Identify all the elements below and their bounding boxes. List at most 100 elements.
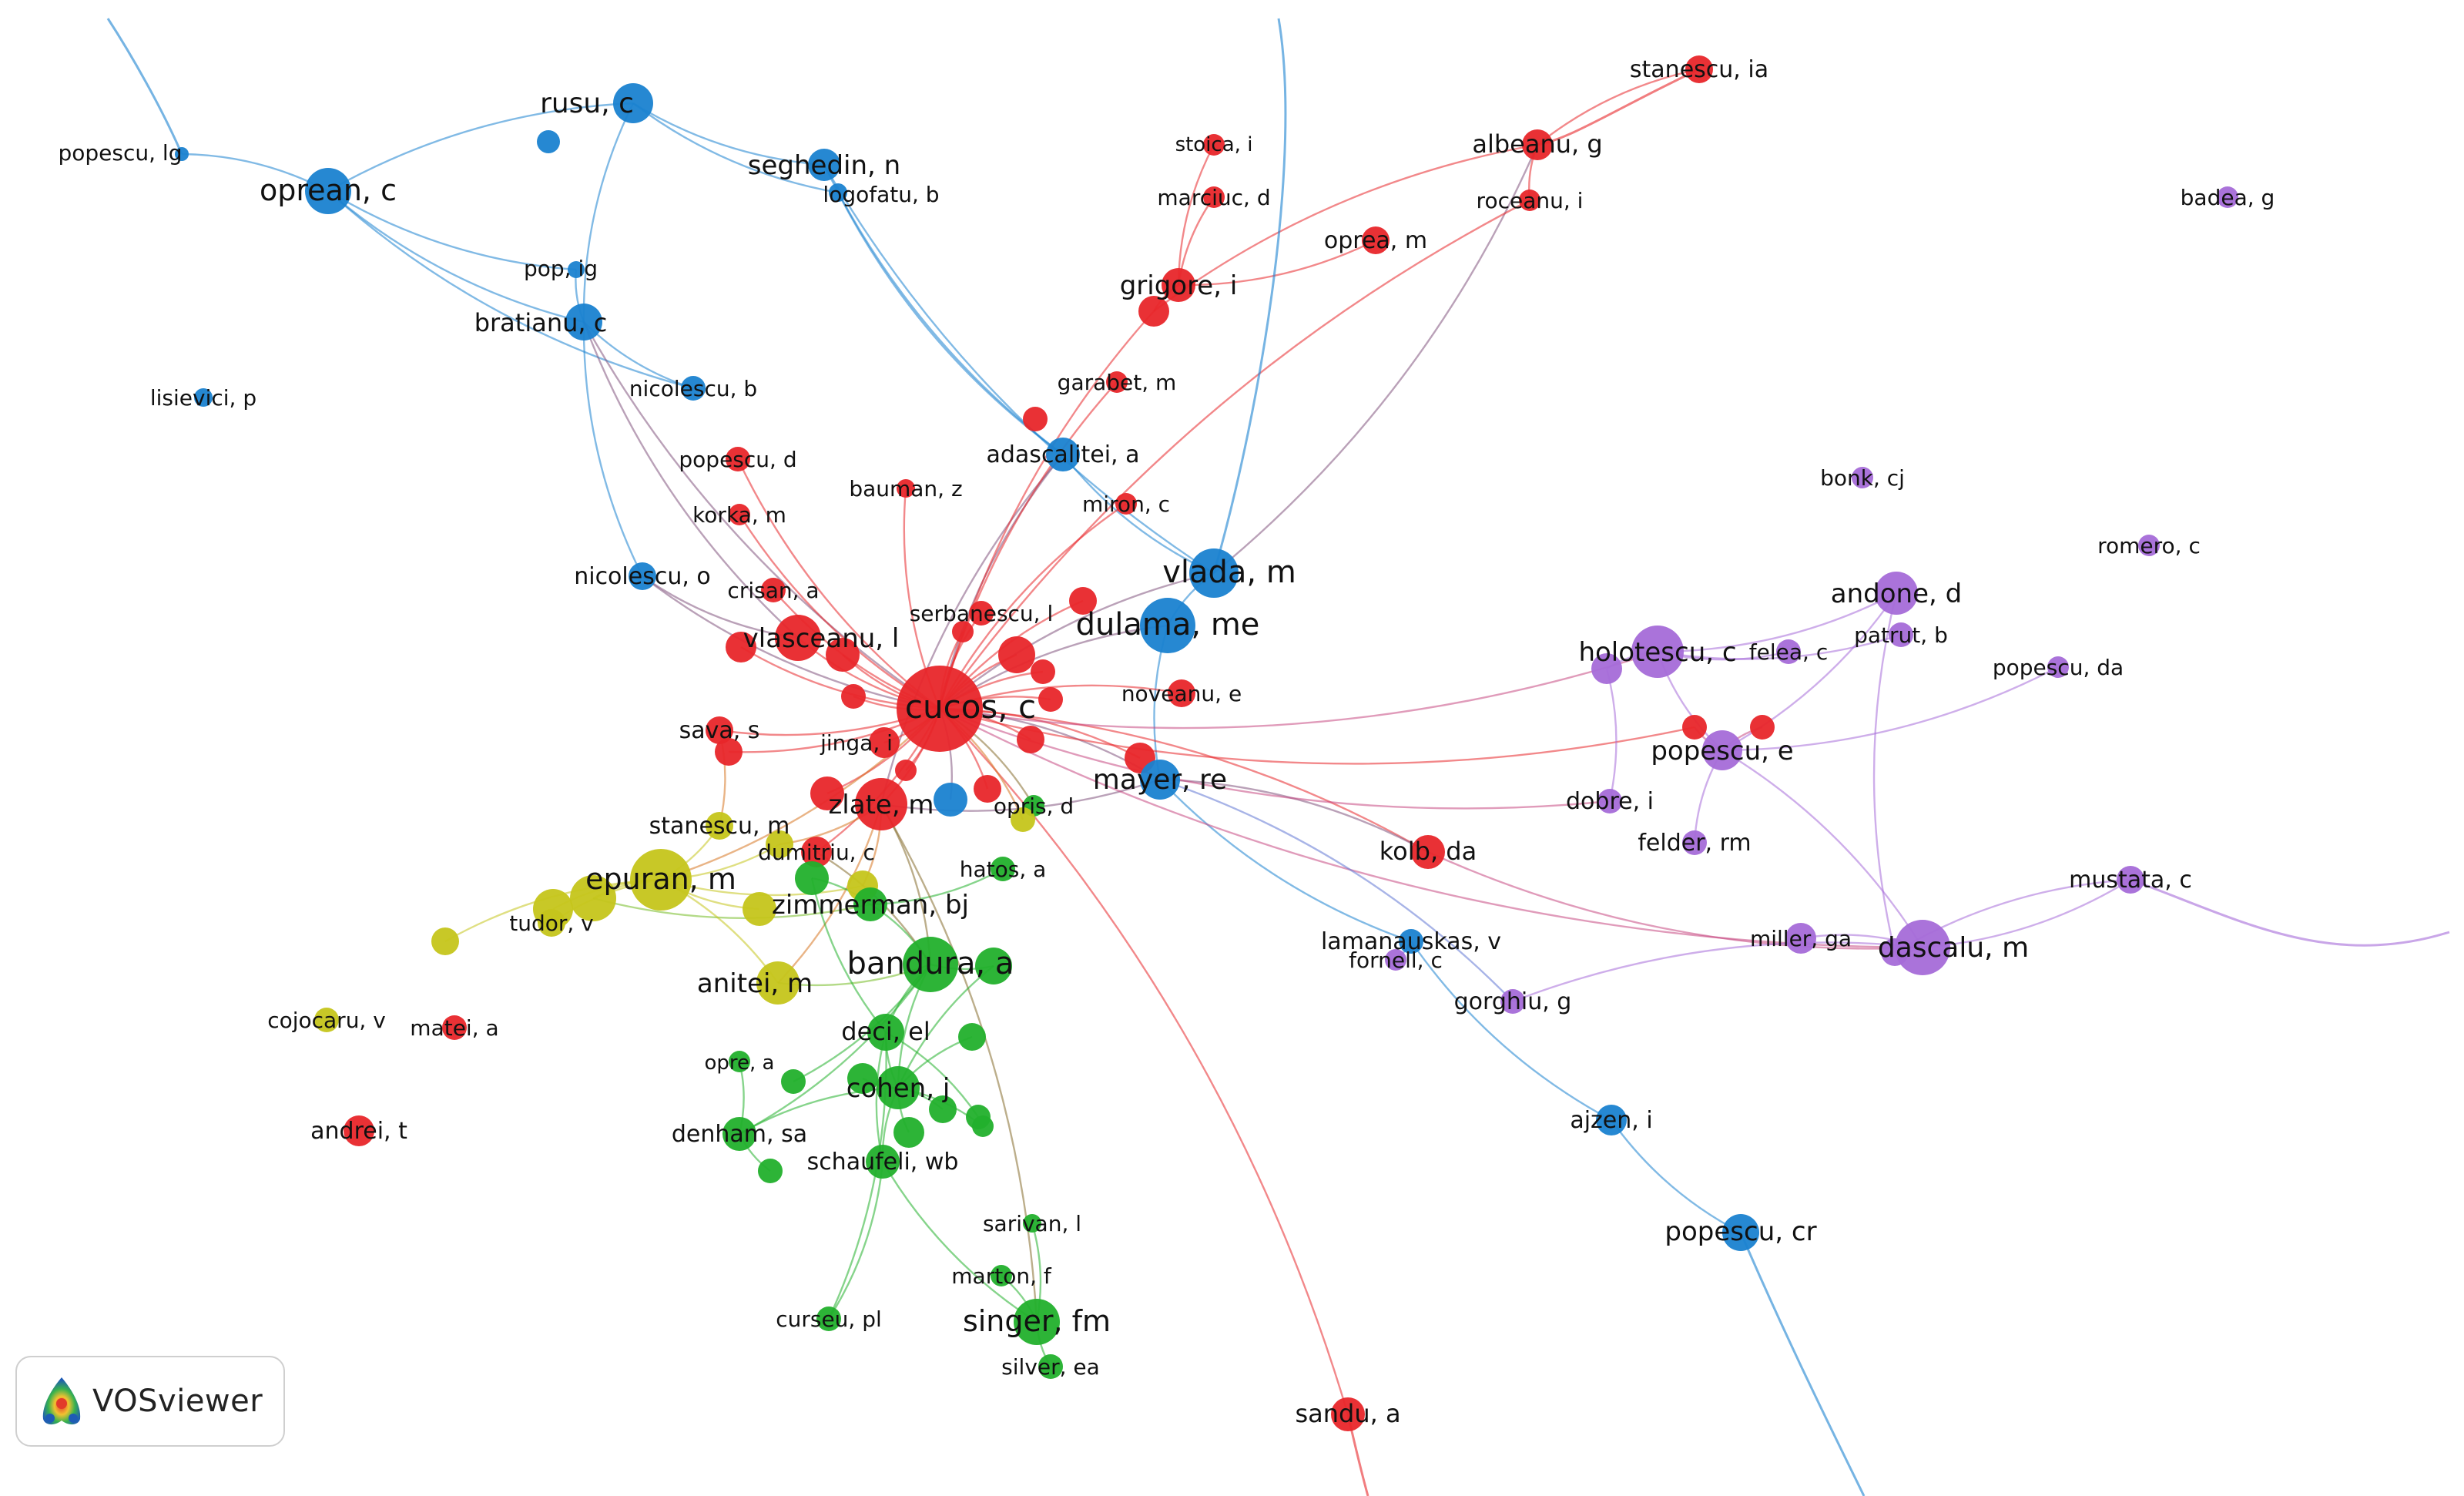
node-ajzen_i[interactable] [1596, 1105, 1627, 1135]
node-popescu_lg[interactable] [175, 147, 189, 161]
node-bauman_z[interactable] [897, 479, 915, 498]
label-dascalu_m[interactable]: dascalu, m [1878, 932, 2029, 964]
node-sava_s[interactable] [706, 716, 733, 744]
label-cojocaru_v[interactable]: cojocaru, v [267, 1008, 386, 1033]
label-miron_c[interactable]: miron, c [1082, 491, 1170, 517]
node-romero_c[interactable] [2138, 535, 2160, 556]
node-r_6[interactable] [974, 775, 1001, 803]
label-popescu_cr[interactable]: popescu, cr [1664, 1216, 1816, 1247]
label-epuran_m[interactable]: epuran, m [585, 862, 736, 896]
node-rusu_c[interactable] [613, 83, 653, 123]
node-sarivan_l[interactable] [1023, 1214, 1041, 1233]
node-kolb_da[interactable] [1411, 835, 1445, 869]
node-y_5[interactable] [431, 927, 459, 955]
node-felea_c[interactable] [1776, 639, 1801, 664]
node-holotescu_c[interactable] [1631, 626, 1684, 678]
label-seghedin_n[interactable]: seghedin, n [748, 150, 900, 181]
node-roceanu_i[interactable] [1519, 190, 1540, 211]
node-miron_c[interactable] [1115, 493, 1137, 515]
label-tudor_v[interactable]: tudor, v [509, 911, 594, 936]
node-popescu_da[interactable] [2047, 656, 2069, 678]
node-bratianu_c[interactable] [565, 304, 602, 340]
node-r_4[interactable] [1031, 659, 1055, 684]
label-albeanu_g[interactable]: albeanu, g [1472, 129, 1602, 159]
label-logofatu_b[interactable]: logofatu, b [823, 182, 939, 207]
node-p_1[interactable] [1591, 653, 1622, 684]
node-silver_ea[interactable] [1038, 1354, 1063, 1379]
label-rusu_c[interactable]: rusu, c [540, 88, 634, 119]
node-oprea_m[interactable] [1362, 226, 1390, 254]
node-matei_a[interactable] [442, 1015, 467, 1040]
label-matei_a[interactable]: matei, a [410, 1015, 498, 1041]
node-stanescu_ia[interactable] [1685, 55, 1713, 83]
node-r_11[interactable] [998, 636, 1035, 673]
node-dulama_me[interactable] [1140, 598, 1195, 653]
node-mustata_c[interactable] [2117, 866, 2144, 894]
label-adascalitei_a[interactable]: adascalitei, a [987, 441, 1140, 468]
label-popescu_d[interactable]: popescu, d [679, 447, 796, 472]
label-vlasceanu_l[interactable]: vlasceanu, l [743, 623, 900, 654]
label-sarivan_l[interactable]: sarivan, l [983, 1211, 1081, 1236]
node-denham_sa[interactable] [722, 1117, 756, 1151]
label-popescu_da[interactable]: popescu, da [1993, 655, 2124, 680]
node-g_9[interactable] [893, 1117, 924, 1148]
node-stanescu_m[interactable] [706, 812, 733, 840]
node-cucos_c[interactable] [897, 666, 983, 752]
label-ajzen_i[interactable]: ajzen, i [1570, 1107, 1652, 1134]
node-singer_fm[interactable] [1014, 1299, 1060, 1345]
node-stoica_i[interactable] [1203, 134, 1225, 156]
node-vlada_m[interactable] [1189, 548, 1239, 598]
label-fornell_c[interactable]: fornell, c [1349, 948, 1443, 973]
label-cohen_j[interactable]: cohen, j [846, 1073, 950, 1104]
node-r_1[interactable] [726, 632, 756, 662]
label-kolb_da[interactable]: kolb, da [1380, 837, 1477, 866]
node-popescu_d[interactable] [726, 447, 750, 471]
node-andrei_t[interactable] [344, 1115, 374, 1146]
node-opre_a[interactable] [729, 1051, 750, 1072]
node-y_7[interactable] [1011, 807, 1035, 832]
node-andone_d[interactable] [1875, 572, 1918, 615]
node-noveanu_e[interactable] [1168, 679, 1195, 707]
node-curseu_pl[interactable] [816, 1306, 841, 1331]
node-patrut_b[interactable] [1889, 622, 1913, 647]
label-mustata_c[interactable]: mustata, c [2069, 867, 2192, 894]
node-crisan_a[interactable] [761, 578, 786, 602]
node-g_1[interactable] [975, 948, 1012, 984]
label-sava_s[interactable]: sava, s [679, 717, 760, 744]
label-marciuc_d[interactable]: marciuc, d [1157, 185, 1270, 210]
label-cucos_c[interactable]: cucos, c [905, 688, 1036, 726]
node-r_3[interactable] [1069, 587, 1097, 615]
node-anitei_m[interactable] [756, 961, 800, 1005]
label-opris_d[interactable]: opris, d [994, 793, 1074, 819]
label-bandura_a[interactable]: bandura, a [847, 946, 1014, 981]
label-felea_c[interactable]: felea, c [1749, 639, 1828, 665]
label-popescu_e[interactable]: popescu, e [1651, 736, 1793, 766]
label-stanescu_m[interactable]: stanescu, m [649, 813, 790, 840]
node-nicolescu_o[interactable] [629, 562, 656, 590]
node-r_8[interactable] [810, 777, 844, 810]
node-cohen_j[interactable] [877, 1066, 920, 1109]
label-bratianu_c[interactable]: bratianu, c [474, 308, 608, 337]
node-g_8[interactable] [781, 1069, 806, 1094]
node-y_4[interactable] [743, 892, 776, 926]
node-y_3[interactable] [533, 889, 573, 929]
label-andone_d[interactable]: andone, d [1831, 579, 1962, 609]
label-zimmerman_bj[interactable]: zimmerman, bj [772, 890, 969, 921]
label-nicolescu_o[interactable]: nicolescu, o [574, 563, 711, 590]
node-bonk_cj[interactable] [1852, 467, 1873, 488]
label-mayer_re[interactable]: mayer, re [1093, 764, 1227, 796]
node-g_4[interactable] [958, 1023, 986, 1051]
node-r_7[interactable] [895, 760, 917, 781]
label-gorghiu_g[interactable]: gorghiu, g [1454, 988, 1572, 1015]
node-jinga_i[interactable] [869, 727, 900, 758]
node-b_dot1[interactable] [537, 130, 560, 153]
node-badea_g[interactable] [2217, 186, 2238, 208]
label-patrut_b[interactable]: patrut, b [1854, 622, 1948, 648]
node-mayer_re[interactable] [1140, 760, 1180, 800]
node-r_12[interactable] [841, 684, 866, 709]
label-bonk_cj[interactable]: bonk, cj [1820, 465, 1905, 491]
label-dumitriu_c[interactable]: dumitriu, c [758, 840, 875, 865]
node-deci_el[interactable] [867, 1014, 904, 1051]
node-r_9[interactable] [1017, 726, 1044, 753]
node-dascalu_m[interactable] [1895, 920, 1950, 975]
